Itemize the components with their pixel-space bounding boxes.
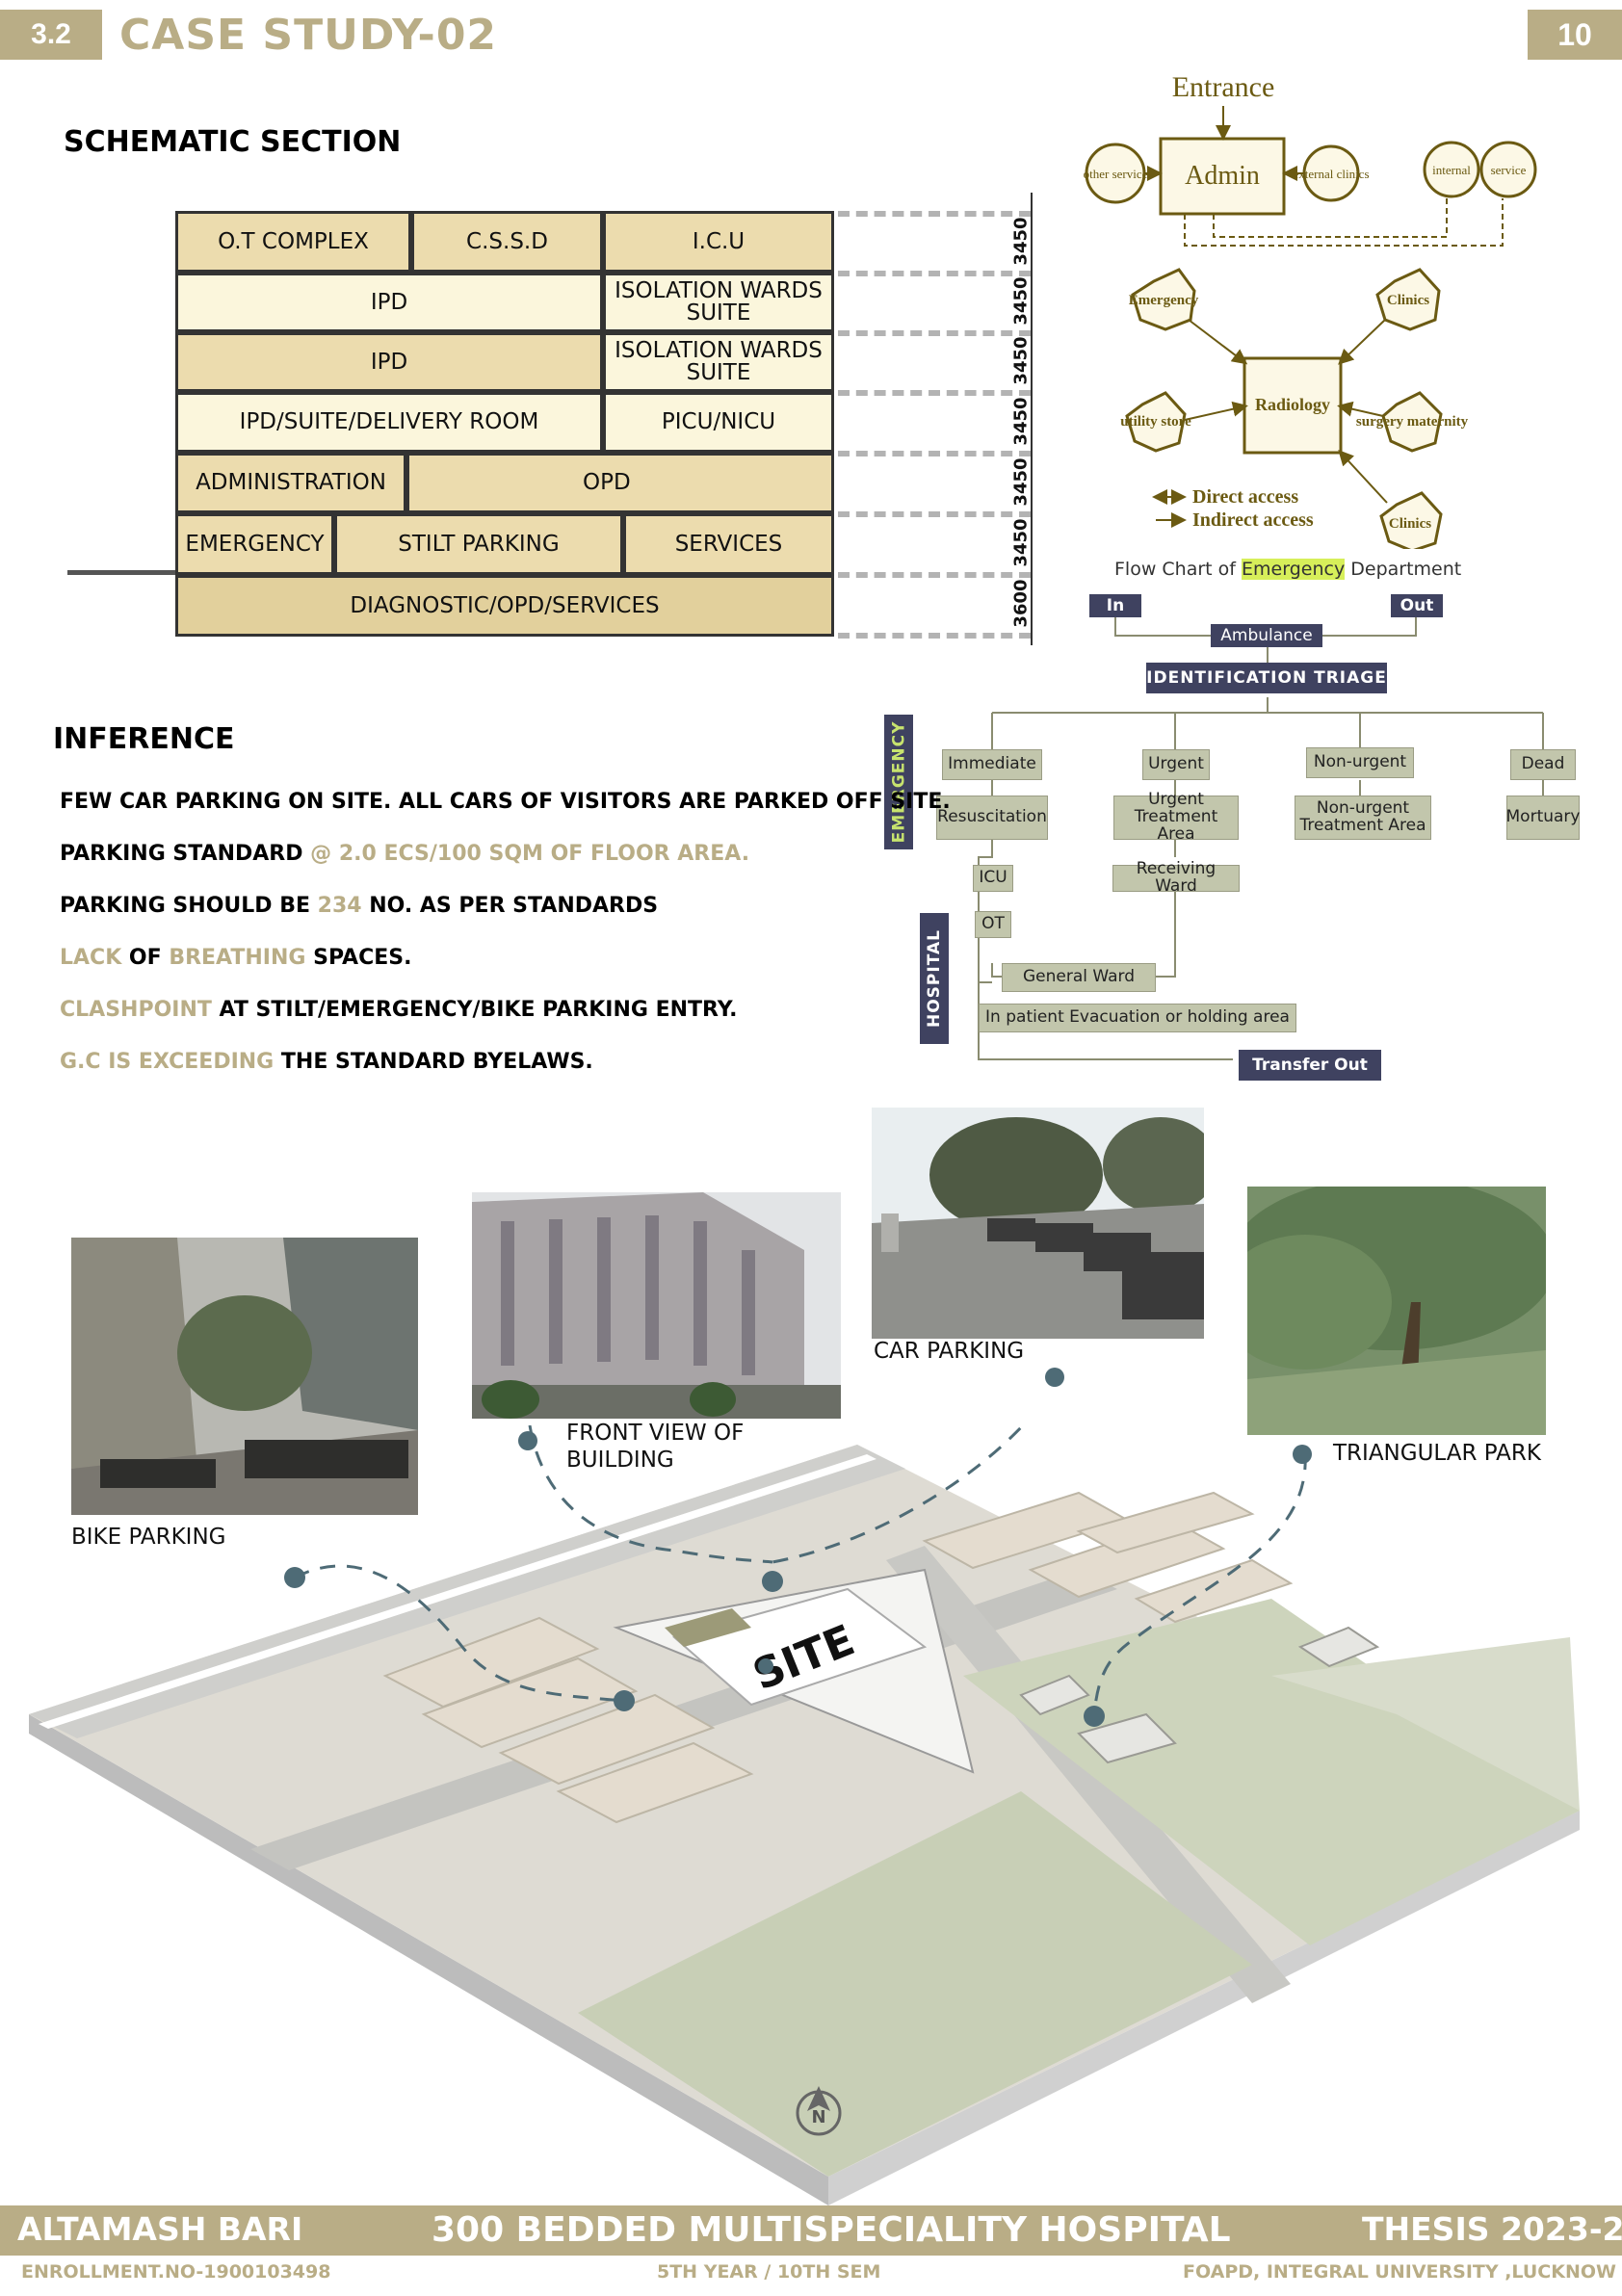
radiology-label: Radiology bbox=[1255, 395, 1330, 414]
section-cell-isolation-2: ISOLATION WARDS SUITE bbox=[603, 332, 834, 392]
dimension-label: 3450 bbox=[1010, 276, 1032, 326]
flow-receiving-ward: Receiving Ward bbox=[1112, 860, 1240, 895]
schematic-title: SCHEMATIC SECTION bbox=[64, 125, 402, 159]
surgery-maternity-label: surgery maternity bbox=[1356, 414, 1469, 430]
footer-institute: FOAPD, INTEGRAL UNIVERSITY ,LUCKNOW bbox=[1183, 2261, 1616, 2283]
front-view-photo bbox=[472, 1192, 841, 1419]
flow-icu: ICU bbox=[973, 865, 1013, 892]
flow-triage: IDENTIFICATION TRIAGE bbox=[1146, 663, 1387, 693]
inference-line-5: CLASHPOINT AT STILT/EMERGENCY/BIKE PARKI… bbox=[60, 998, 738, 1022]
footer-bar bbox=[0, 2205, 1622, 2256]
dimension-axis bbox=[1031, 193, 1033, 645]
flow-non-urgent-treatment: Non-urgent Treatment Area bbox=[1295, 796, 1431, 840]
triangular-park-photo bbox=[1247, 1187, 1546, 1435]
relation-diagram: Entrance Admin other service external cl… bbox=[1084, 71, 1537, 549]
flow-non-urgent: Non-urgent bbox=[1306, 747, 1414, 778]
flow-ot: OT bbox=[975, 911, 1011, 938]
flow-ambulance: Ambulance bbox=[1211, 624, 1322, 647]
flowchart-caption: Flow Chart of Emergency Department bbox=[1114, 559, 1462, 580]
ground-line bbox=[67, 570, 175, 575]
section-cell-ipd-2: IPD bbox=[175, 332, 603, 392]
flow-side-emergency: EMERGENCY bbox=[884, 715, 913, 849]
flow-dead: Dead bbox=[1510, 749, 1576, 780]
legend-direct: Direct access bbox=[1192, 486, 1298, 508]
section-cell-icu: I.C.U bbox=[603, 211, 834, 273]
page-title: CASE STUDY-02 bbox=[119, 10, 498, 60]
caption-car-parking: CAR PARKING bbox=[874, 1339, 1025, 1364]
level-line bbox=[838, 511, 1031, 517]
pin-triangular-park bbox=[1293, 1445, 1312, 1464]
level-line bbox=[838, 451, 1031, 457]
pin-front-view bbox=[518, 1431, 537, 1450]
site-isometric-map: SITE N bbox=[29, 1425, 1580, 2205]
internal-label: internal bbox=[1432, 163, 1471, 177]
pin-car-parking bbox=[1045, 1368, 1064, 1387]
section-cell-isolation-1: ISOLATION WARDS SUITE bbox=[603, 273, 834, 332]
admin-label: Admin bbox=[1185, 161, 1260, 191]
flow-urgent-treatment: Urgent Treatment Area bbox=[1113, 791, 1239, 843]
inference-line-4: LACK OF BREATHING SPACES. bbox=[60, 946, 412, 970]
section-cell-diagnostic: DIAGNOSTIC/OPD/SERVICES bbox=[175, 575, 834, 637]
section-cell-picu: PICU/NICU bbox=[603, 392, 834, 453]
dimension-label: 3450 bbox=[1010, 336, 1032, 385]
flow-side-hospital: HOSPITAL bbox=[920, 913, 949, 1044]
flow-transfer-out: Transfer Out bbox=[1239, 1050, 1381, 1081]
dimension-label: 3450 bbox=[1010, 397, 1032, 446]
level-line bbox=[838, 390, 1031, 396]
flow-mortuary: Mortuary bbox=[1506, 796, 1580, 840]
flow-in: In bbox=[1089, 594, 1141, 617]
flow-immediate: Immediate bbox=[942, 749, 1042, 780]
page-number: 10 bbox=[1528, 10, 1622, 60]
clinics-bottom-label: Clinics bbox=[1389, 516, 1431, 532]
caption-front-view: FRONT VIEW OF BUILDING bbox=[566, 1421, 745, 1473]
emergency-node-label: Emergency bbox=[1129, 293, 1199, 308]
flow-out: Out bbox=[1391, 594, 1443, 617]
section-cell-opd: OPD bbox=[406, 453, 834, 513]
level-line bbox=[838, 211, 1031, 217]
north-arrow: N bbox=[811, 2107, 825, 2127]
flow-general-ward: General Ward bbox=[1002, 963, 1156, 992]
section-cell-stilt-parking: STILT PARKING bbox=[334, 513, 623, 575]
section-cell-ipd-suite: IPD/SUITE/DELIVERY ROOM bbox=[175, 392, 603, 453]
section-cell-cssd: C.S.S.D bbox=[411, 211, 603, 273]
utility-store-label: utility store bbox=[1120, 414, 1191, 430]
inference-title: INFERENCE bbox=[53, 722, 235, 756]
level-line bbox=[838, 572, 1031, 578]
footer-project: 300 BEDDED MULTISPECIALITY HOSPITAL bbox=[432, 2210, 1231, 2250]
inference-line-1: FEW CAR PARKING ON SITE. ALL CARS OF VIS… bbox=[60, 790, 951, 814]
clinics-top-label: Clinics bbox=[1387, 293, 1429, 308]
entrance-label: Entrance bbox=[1172, 71, 1275, 103]
section-cell-services: SERVICES bbox=[623, 513, 834, 575]
flow-evacuation: In patient Evacuation or holding area bbox=[979, 1004, 1296, 1032]
footer-author: ALTAMASH BARI bbox=[17, 2210, 303, 2248]
inference-line-2: PARKING STANDARD @ 2.0 ECS/100 SQM OF FL… bbox=[60, 842, 750, 866]
section-cell-emergency: EMERGENCY bbox=[175, 513, 334, 575]
section-cell-administration: ADMINISTRATION bbox=[175, 453, 406, 513]
level-line bbox=[838, 330, 1031, 336]
dimension-label: 3450 bbox=[1010, 518, 1032, 567]
bike-parking-photo bbox=[71, 1238, 418, 1515]
inference-line-6: G.C IS EXCEEDING THE STANDARD BYELAWS. bbox=[60, 1050, 593, 1074]
level-line bbox=[838, 271, 1031, 276]
level-line bbox=[838, 633, 1031, 639]
flow-urgent: Urgent bbox=[1142, 749, 1210, 780]
service-label: service bbox=[1491, 163, 1527, 177]
legend-indirect: Indirect access bbox=[1192, 509, 1314, 531]
caption-triangular-park: TRIANGULAR PARK bbox=[1333, 1441, 1541, 1466]
other-service-label: other service bbox=[1084, 167, 1148, 181]
external-clinics-label: external clinics bbox=[1293, 167, 1369, 181]
section-cell-ot-complex: O.T COMPLEX bbox=[175, 211, 411, 273]
dimension-label: 3450 bbox=[1010, 217, 1032, 266]
car-parking-photo bbox=[872, 1108, 1204, 1339]
section-cell-ipd-1: IPD bbox=[175, 273, 603, 332]
section-number: 3.2 bbox=[0, 10, 102, 60]
dimension-label: 3450 bbox=[1010, 457, 1032, 507]
footer-semester: 5TH YEAR / 10TH SEM bbox=[657, 2261, 881, 2283]
flow-resuscitation: Resuscitation bbox=[936, 796, 1048, 840]
footer-enrollment: ENROLLMENT.NO-1900103498 bbox=[21, 2261, 331, 2283]
footer-thesis: THESIS 2023-24 bbox=[1362, 2210, 1622, 2248]
inference-line-3: PARKING SHOULD BE 234 NO. AS PER STANDAR… bbox=[60, 894, 659, 918]
caption-bike-parking: BIKE PARKING bbox=[71, 1525, 226, 1550]
